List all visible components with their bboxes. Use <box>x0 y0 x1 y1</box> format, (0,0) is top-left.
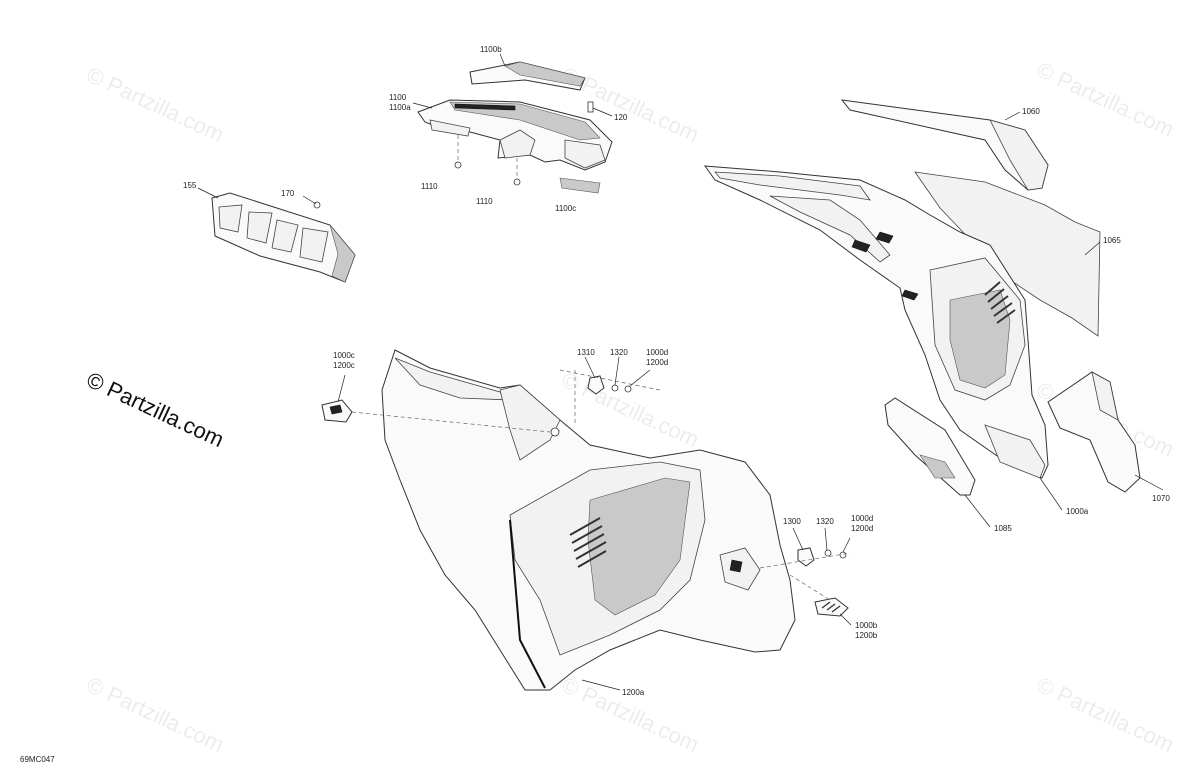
label-120: 120 <box>614 113 628 122</box>
hatch-clip <box>821 601 841 613</box>
label-1200b: 1200b <box>855 631 878 640</box>
part-1000c-clip <box>321 399 551 433</box>
part-labels: 1100b 1100 1100a 120 1110 1110 1100c 155… <box>183 45 1170 697</box>
label-1100: 1100 <box>389 93 407 102</box>
watermark-tile: © Partzilla.com <box>558 672 703 757</box>
part-120-screw <box>587 101 613 117</box>
part-1100b-strip <box>469 61 586 91</box>
label-1110-mid: 1110 <box>476 197 493 206</box>
label-1110-left: 1110 <box>421 182 438 191</box>
part-1000a-panel <box>703 165 1049 479</box>
hatch-vent <box>984 281 1016 324</box>
label-1200d-top: 1200d <box>646 358 668 367</box>
watermark-main: © Partzilla.com <box>83 367 228 452</box>
label-1065: 1065 <box>1103 236 1121 245</box>
part-1100c <box>559 177 601 194</box>
label-170: 170 <box>281 189 295 198</box>
diagram-code: 69MC047 <box>20 755 55 764</box>
label-1000c: 1000c <box>333 351 355 360</box>
hatch-vent-left <box>569 517 607 568</box>
label-1100a: 1100a <box>389 103 411 112</box>
part-155-grill <box>211 192 356 283</box>
part-170-screw <box>313 201 321 209</box>
watermark-tile: © Partzilla.com <box>1033 672 1178 757</box>
label-1310: 1310 <box>577 348 595 357</box>
label-1200c: 1200c <box>333 361 355 370</box>
watermark-tile: © Partzilla.com <box>1033 57 1178 142</box>
part-1000b-clip <box>814 597 849 617</box>
label-1070: 1070 <box>1152 494 1170 503</box>
watermark-tile: © Partzilla.com <box>83 62 228 147</box>
part-1085 <box>884 397 976 496</box>
label-1300: 1300 <box>783 517 801 526</box>
hardware-top <box>559 369 661 425</box>
leader-lines <box>197 53 1164 691</box>
label-1085: 1085 <box>994 524 1012 533</box>
label-1000a: 1000a <box>1066 507 1089 516</box>
label-155: 155 <box>183 181 197 190</box>
part-1100-housing <box>417 99 613 171</box>
label-1100b: 1100b <box>480 45 502 54</box>
watermark-tile: © Partzilla.com <box>83 672 228 757</box>
part-1200a-panel <box>381 349 796 691</box>
label-1100c: 1100c <box>555 204 576 213</box>
label-1000b: 1000b <box>855 621 878 630</box>
hardware-bottom <box>759 547 851 601</box>
label-1000d-top: 1000d <box>646 348 668 357</box>
label-1000d-bot: 1000d <box>851 514 873 523</box>
label-1320-top: 1320 <box>610 348 628 357</box>
part-1060 <box>840 99 1049 191</box>
part-1110-clips <box>454 135 521 186</box>
label-1200d-bot: 1200d <box>851 524 873 533</box>
label-1060: 1060 <box>1022 107 1040 116</box>
label-1320-bot: 1320 <box>816 517 834 526</box>
label-1200a: 1200a <box>622 688 645 697</box>
